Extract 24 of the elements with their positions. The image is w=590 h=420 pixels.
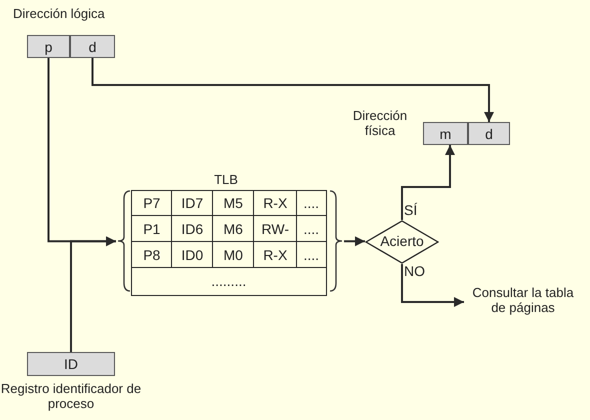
register-field: m <box>423 122 468 145</box>
table-cell: .... <box>296 241 326 268</box>
arrow <box>70 236 116 352</box>
table-cell: .... <box>296 190 326 216</box>
edge-label: NO <box>404 264 425 279</box>
address-label: Dirección lógica <box>13 6 106 23</box>
tlb-table <box>116 172 344 298</box>
register-field: p <box>27 35 70 58</box>
arrow <box>401 145 455 220</box>
edge-label: SÍ <box>404 203 418 218</box>
table-cell: .... <box>296 215 326 242</box>
decision-text: Acierto <box>379 234 425 250</box>
arrow <box>401 264 464 307</box>
register-field: d <box>468 122 510 145</box>
register-label: Registro identificador de proceso <box>0 381 142 413</box>
decision-diamond <box>365 220 439 264</box>
register-field: d <box>70 35 115 58</box>
arrow <box>92 58 494 122</box>
table-cell: ......... <box>131 267 326 296</box>
table-title: TLB <box>213 172 239 188</box>
note-text: Consultar la tabla de páginas <box>464 285 582 319</box>
arrow <box>344 236 365 246</box>
address-label: Dirección física <box>352 108 408 140</box>
register-field: ID <box>27 352 115 376</box>
